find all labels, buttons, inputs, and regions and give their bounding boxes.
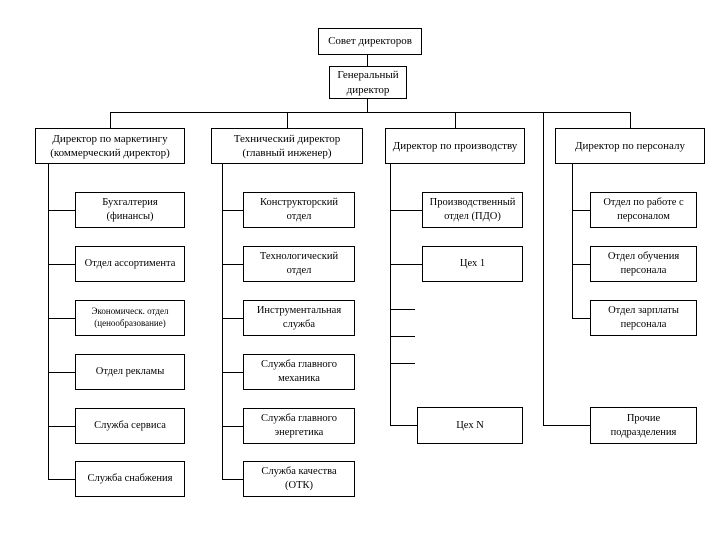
service-dept-box: Служба сервиса (75, 408, 185, 444)
connector-line (222, 210, 243, 211)
connector-line (572, 210, 590, 211)
connector-line (222, 264, 243, 265)
design-dept-box: Конструкторский отдел (243, 192, 355, 228)
economic-dept-box: Экономическ. отдел (ценообразование) (75, 300, 185, 336)
ellipsis-tick (390, 309, 415, 310)
connector-line (48, 372, 75, 373)
chief-power-service-box: Служба главного энергетика (243, 408, 355, 444)
director-production-box: Директор по производству (385, 128, 525, 164)
connector-line (222, 479, 243, 480)
connector-line (630, 112, 631, 128)
connector-line (222, 318, 243, 319)
director-marketing-box: Директор по маркетингу (коммерческий дир… (35, 128, 185, 164)
connector-line (543, 425, 590, 426)
workshop-n-box: Цех N (417, 407, 523, 444)
training-dept-box: Отдел обучения персонала (590, 246, 697, 282)
ellipsis-tick (390, 363, 415, 364)
connector-line (222, 426, 243, 427)
director-personnel-box: Директор по персоналу (555, 128, 705, 164)
workshop-1-box: Цех 1 (422, 246, 523, 282)
quality-service-box: Служба качества (ОТК) (243, 461, 355, 497)
connector-line (455, 112, 456, 128)
connector-line (287, 112, 288, 128)
payroll-dept-box: Отдел зарплаты персонала (590, 300, 697, 336)
other-subdivisions-box: Прочие подразделения (590, 407, 697, 444)
advertising-dept-box: Отдел рекламы (75, 354, 185, 390)
connector-line (390, 264, 422, 265)
chief-mechanic-service-box: Служба главного механика (243, 354, 355, 390)
connector-line (390, 210, 422, 211)
connector-line (572, 318, 590, 319)
connector-line (390, 164, 391, 426)
director-technical-box: Технический директор (главный инженер) (211, 128, 363, 164)
technology-dept-box: Технологический отдел (243, 246, 355, 282)
ellipsis-tick (390, 336, 415, 337)
connector-line (48, 164, 49, 479)
connector-line (367, 99, 368, 112)
connector-line (222, 372, 243, 373)
connector-line (572, 264, 590, 265)
hr-dept-box: Отдел по работе с персоналом (590, 192, 697, 228)
general-director-box: Генеральный директор (329, 66, 407, 99)
connector-line (48, 264, 75, 265)
assortment-dept-box: Отдел ассортимента (75, 246, 185, 282)
connector-line (48, 479, 75, 480)
supply-dept-box: Служба снабжения (75, 461, 185, 497)
board-of-directors-box: Совет директоров (318, 28, 422, 55)
connector-line (222, 164, 223, 479)
accounting-box: Бухгалтерия (финансы) (75, 192, 185, 228)
connector-line (48, 210, 75, 211)
connector-line (367, 55, 368, 66)
connector-line (110, 112, 630, 113)
connector-line (543, 112, 544, 426)
connector-line (572, 164, 573, 318)
tooling-service-box: Инструментальная служба (243, 300, 355, 336)
connector-line (110, 112, 111, 128)
connector-line (48, 318, 75, 319)
connector-line (390, 425, 422, 426)
production-dept-box: Производственный отдел (ПДО) (422, 192, 523, 228)
connector-line (48, 426, 75, 427)
